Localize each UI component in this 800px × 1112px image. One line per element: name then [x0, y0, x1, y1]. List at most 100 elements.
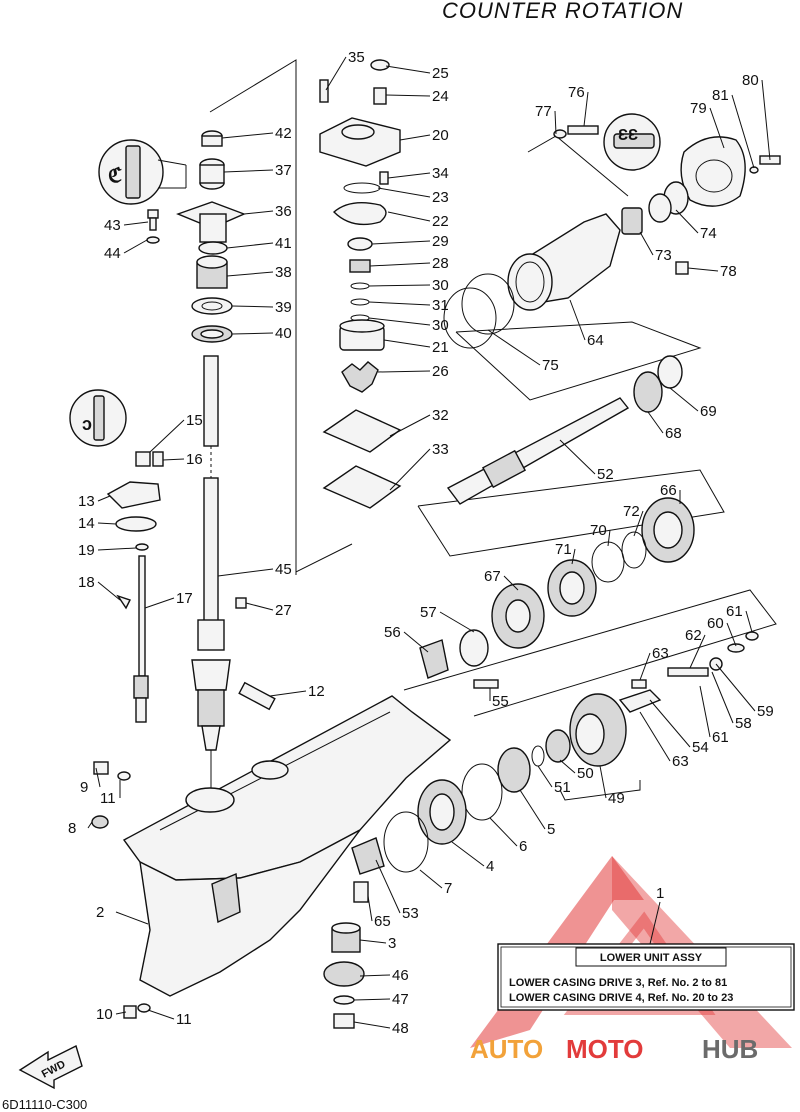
- leader-c21: [383, 339, 431, 348]
- leader-c57: [439, 611, 475, 633]
- part-76-bolt: [567, 125, 599, 135]
- driveshaft-assembly: [176, 130, 246, 826]
- callout-c46: 46: [392, 967, 409, 984]
- callout-c60: 60: [707, 615, 724, 632]
- callout-c36: 36: [275, 203, 292, 220]
- leader-c36: [243, 210, 274, 215]
- part-48-nut: [333, 1013, 355, 1029]
- callout-c51: 51: [554, 779, 571, 796]
- part-70-ring: [591, 541, 625, 583]
- leader-c45: [217, 568, 274, 577]
- part-60-ball: [727, 643, 745, 653]
- callout-c61a: 61: [726, 603, 743, 620]
- lower-casing: [91, 597, 452, 1029]
- part-13-shift-rod-housing: [106, 481, 161, 509]
- callout-c38: 38: [275, 264, 292, 281]
- part-74-oil-seal-b: [648, 193, 672, 223]
- leader-c48: [353, 1021, 391, 1029]
- leader-c63b: [639, 711, 671, 762]
- svg-text:ƐƐ: ƐƐ: [618, 127, 638, 144]
- part-11-washer-a: [117, 771, 131, 781]
- part-62-shift-plunger: [667, 667, 709, 677]
- leader-c26: [377, 370, 431, 373]
- leader-c61a: [745, 610, 753, 633]
- callout-c54: 54: [692, 739, 709, 756]
- leader-c62: [689, 634, 706, 669]
- leader-c41: [226, 242, 274, 249]
- leader-c79: [709, 107, 725, 149]
- part-14-o-ring: [115, 516, 157, 532]
- leader-c51: [537, 765, 553, 788]
- callout-c75: 75: [542, 357, 559, 374]
- part-51-shim: [531, 745, 545, 767]
- leader-c39: [231, 305, 274, 308]
- callout-c20: 20: [432, 127, 449, 144]
- callout-c35: 35: [348, 49, 365, 66]
- callout-c28: 28: [432, 255, 449, 272]
- callout-labels: 3525242034232229283031302126323342373641…: [68, 49, 774, 1037]
- leader-c28: [369, 262, 431, 267]
- part-55-pin: [473, 679, 499, 689]
- leader-c58: [711, 671, 734, 724]
- water-pump-assembly: [319, 59, 402, 509]
- part-31-washer: [350, 298, 370, 306]
- part-17-shift-rod: [138, 555, 146, 677]
- callout-c58: 58: [735, 715, 752, 732]
- watermark-text-hub: HUB: [702, 1034, 758, 1064]
- leader-c67: [503, 575, 519, 591]
- leader-c25: [385, 65, 431, 74]
- part-2-lower-casing: [122, 695, 452, 881]
- leader-c69: [669, 387, 699, 412]
- callout-c63b: 63: [672, 753, 689, 770]
- callout-c29: 29: [432, 233, 449, 250]
- svg-text:ɔ: ɔ: [82, 414, 92, 434]
- callout-c17: 17: [176, 590, 193, 607]
- callout-c15: 15: [186, 412, 203, 429]
- part-7-o-ring: [383, 811, 429, 873]
- callout-c45: 45: [275, 561, 292, 578]
- callout-c78: 78: [720, 263, 737, 280]
- part-19-seal: [135, 543, 149, 551]
- part-34-pin: [379, 171, 389, 185]
- callout-c80: 80: [742, 72, 759, 89]
- leader-c24: [385, 94, 431, 97]
- part-23-gasket: [343, 182, 381, 194]
- part-53-bushing: [351, 837, 385, 875]
- part-78-bolt: [675, 261, 689, 275]
- callout-c76: 76: [568, 84, 585, 101]
- part-79-anode: [680, 136, 746, 207]
- detail-circle-seal-37: ℭ: [98, 139, 187, 205]
- leader-c47: [353, 998, 391, 1001]
- leader-c18: [97, 581, 121, 601]
- part-75-o-ring-b: [461, 273, 515, 335]
- leader-c38: [226, 271, 274, 277]
- callout-c59: 59: [757, 703, 774, 720]
- callout-c73: 73: [655, 247, 672, 264]
- part-68-thrust-washer: [633, 371, 663, 413]
- part-8-grommet: [91, 815, 109, 829]
- part-30-washer-a: [350, 282, 370, 290]
- leader-c33: [389, 448, 431, 491]
- part-27-pin: [235, 597, 247, 609]
- callout-c79: 79: [690, 100, 707, 117]
- leader-c70: [607, 529, 611, 547]
- part-25-grommet: [370, 59, 390, 71]
- leader-c30b: [368, 317, 431, 326]
- callout-c7: 7: [444, 880, 452, 897]
- leader-c31: [368, 301, 431, 306]
- callout-c44: 44: [104, 245, 121, 262]
- fwd-arrow: FWD: [18, 1045, 83, 1090]
- leader-c14: [97, 522, 117, 525]
- leader-c32: [389, 414, 431, 437]
- callout-c12: 12: [308, 683, 325, 700]
- leader-c46: [359, 974, 391, 977]
- part-65-bushing: [353, 881, 369, 903]
- leader-c19: [97, 547, 137, 551]
- part-15-bolt: [135, 451, 151, 467]
- watermark-text-auto: AUTO: [470, 1034, 543, 1064]
- leader-c71: [571, 548, 576, 565]
- leader-c44: [123, 239, 148, 254]
- callout-c52: 52: [597, 466, 614, 483]
- leader-c20: [399, 134, 431, 141]
